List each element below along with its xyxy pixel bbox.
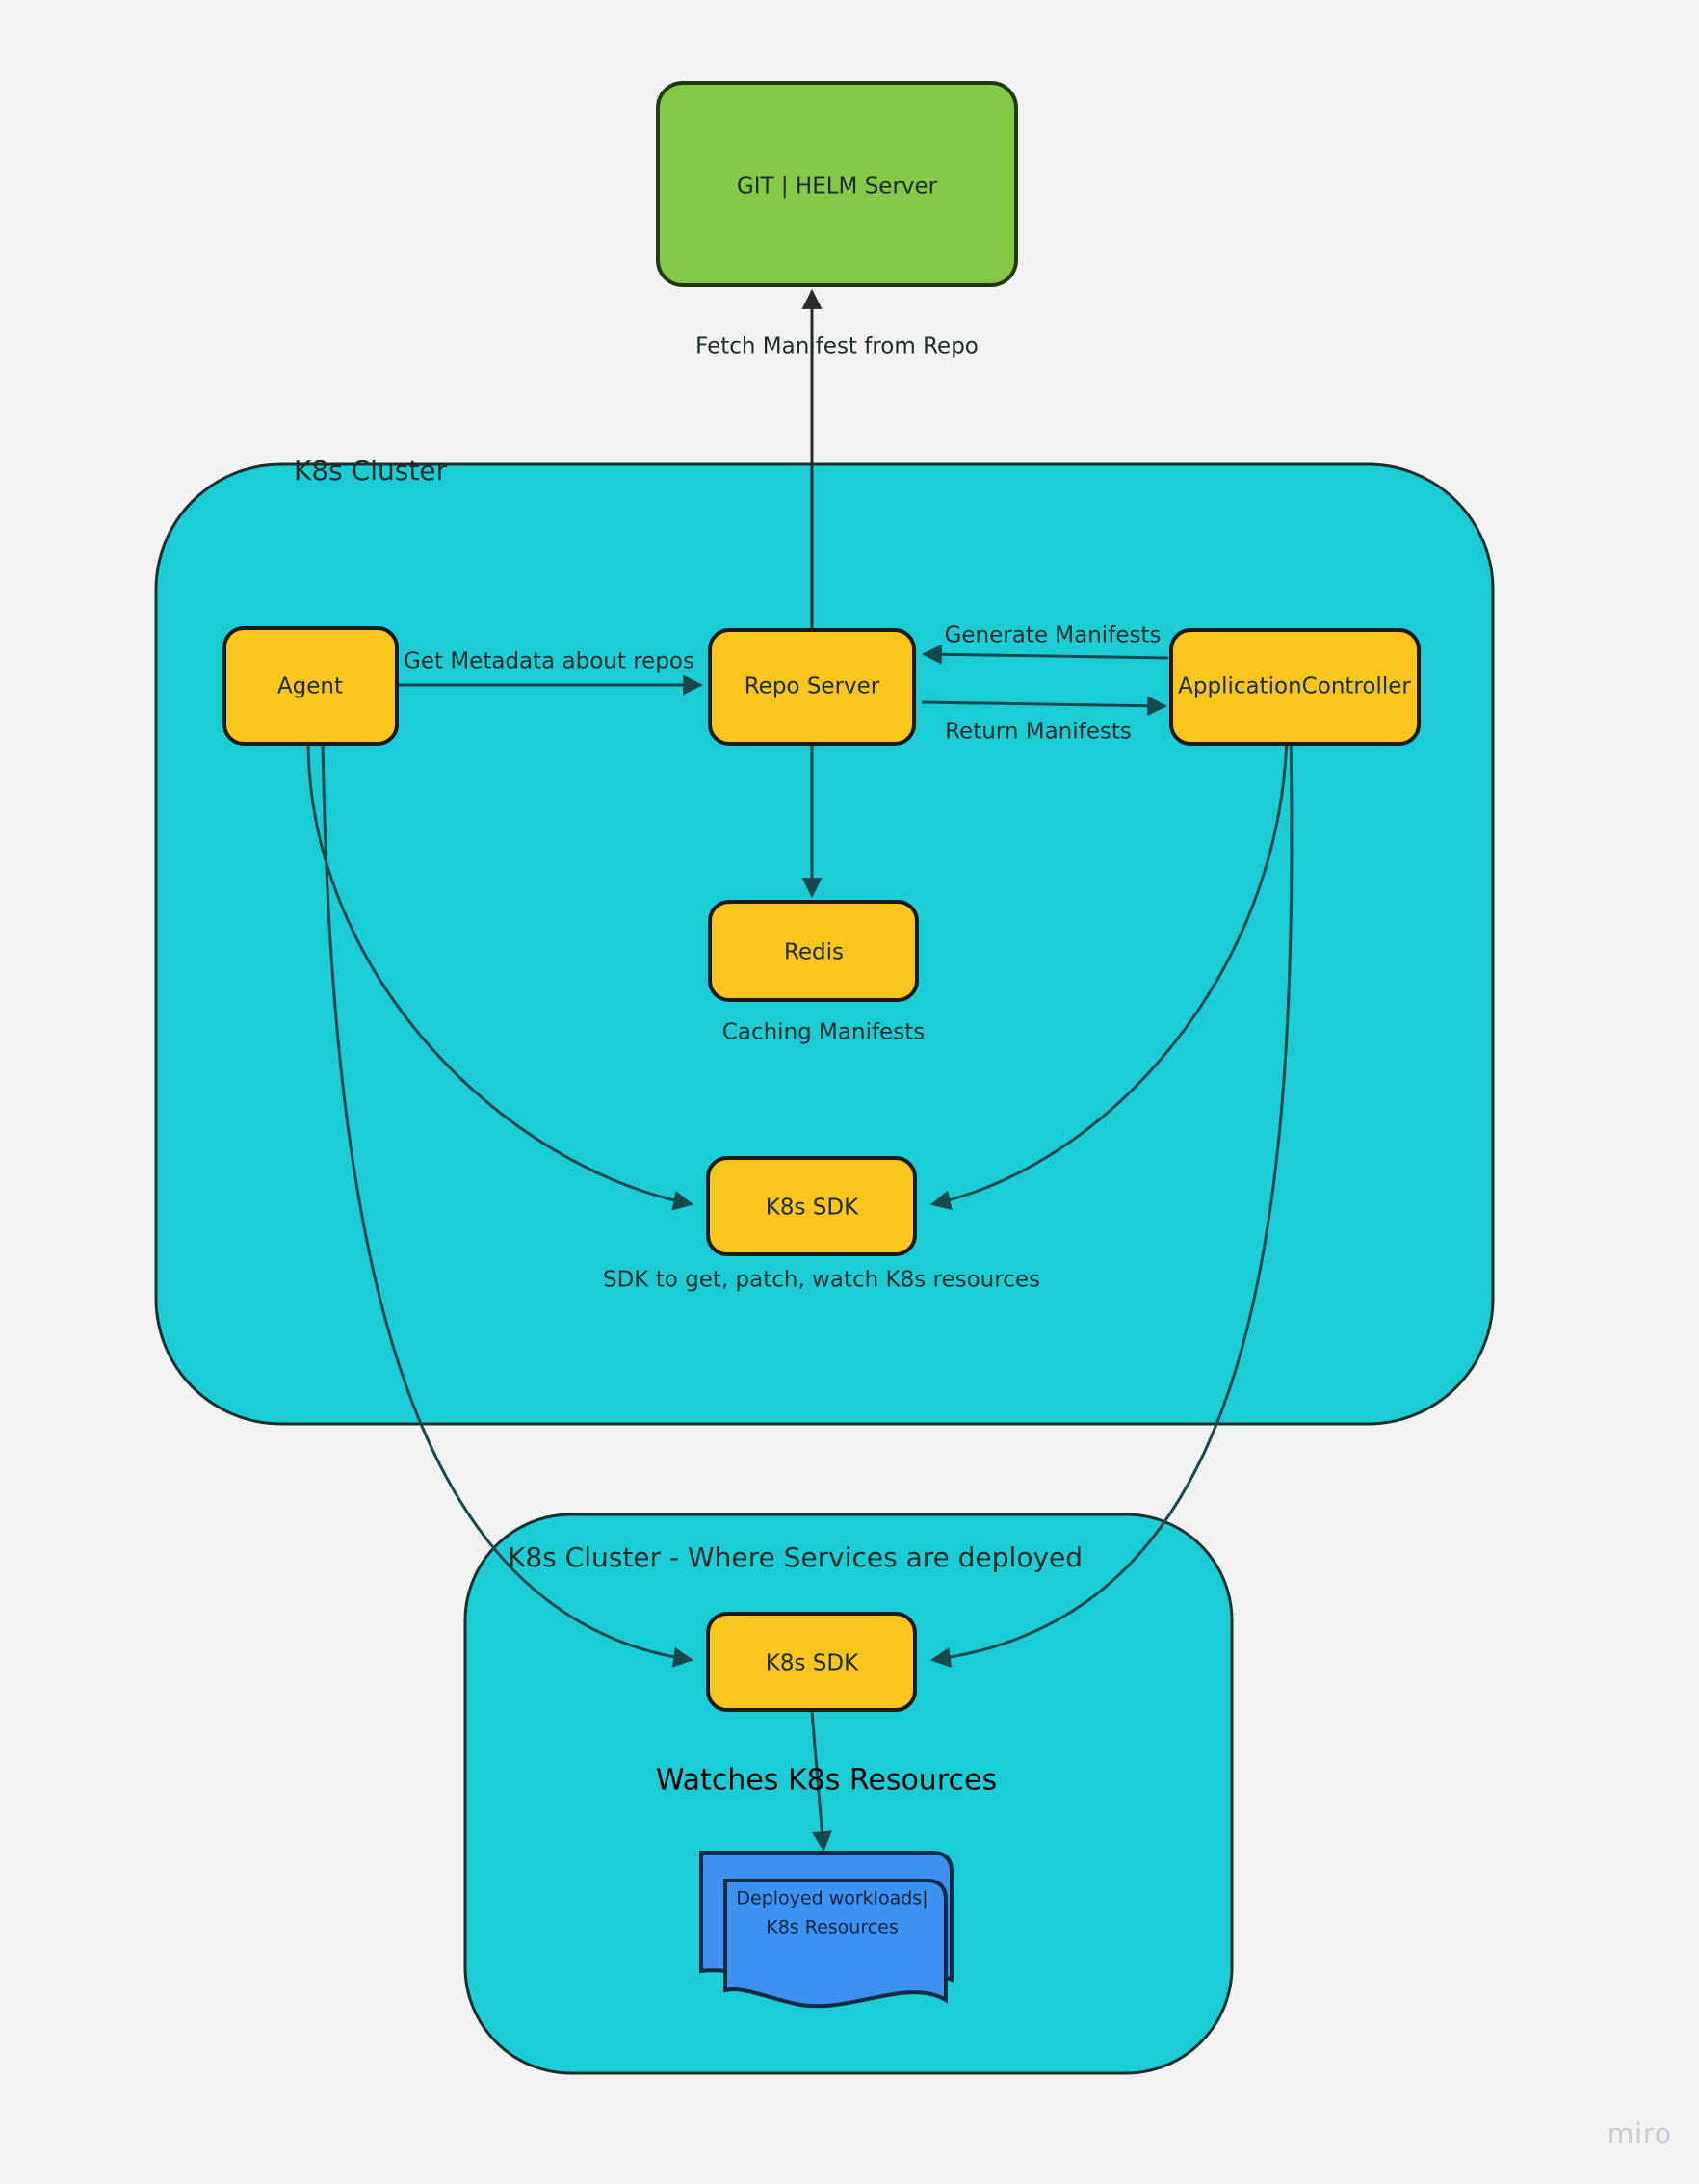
- git-helm-server-label: GIT | HELM Server: [737, 174, 938, 199]
- edge-return-manifests[interactable]: [921, 696, 1168, 717]
- edge-generate-manifests[interactable]: [921, 644, 1169, 665]
- edge-agent-to-sdk-upper-line: [306, 743, 694, 1211]
- k8s-sdk-upper-label: K8s SDK: [766, 1196, 859, 1221]
- node-repo-server[interactable]: Repo Server: [708, 628, 916, 746]
- agent-label: Agent: [277, 674, 343, 699]
- application-controller-label: ApplicationController: [1178, 674, 1411, 699]
- edge-controller-to-sdk-lower-line: [929, 734, 1294, 1668]
- edge-label-get-metadata: Get Metadata about repos: [404, 649, 694, 674]
- deployed-workloads-front-sheet[interactable]: [723, 1879, 948, 2009]
- edge-label-fetch-manifest: Fetch Manifest from Repo: [695, 334, 979, 359]
- edge-generate-manifests-line: [921, 644, 1169, 665]
- k8s-sdk-caption: SDK to get, patch, watch K8s resources: [603, 1268, 1040, 1293]
- edge-agent-to-sdk-lower-line: [321, 743, 694, 1668]
- node-k8s-sdk-upper[interactable]: K8s SDK: [706, 1156, 917, 1256]
- k8s-cluster-lower-label: K8s Cluster - Where Services are deploye…: [508, 1541, 1083, 1573]
- deployed-workloads-label-line1: Deployed workloads|: [736, 1888, 928, 1909]
- watches-caption: Watches K8s Resources: [656, 1764, 997, 1798]
- edge-return-manifests-line: [921, 696, 1168, 717]
- node-git-helm-server[interactable]: GIT | HELM Server: [656, 81, 1018, 287]
- edge-controller-to-sdk-upper-line: [929, 734, 1289, 1211]
- edge-controller-to-sdk-lower[interactable]: [929, 734, 1294, 1668]
- redis-box[interactable]: [708, 900, 919, 1002]
- node-deployed-workloads[interactable]: Deployed workloads| K8s Resources: [699, 1851, 954, 2009]
- node-k8s-sdk-lower[interactable]: K8s SDK: [706, 1612, 917, 1712]
- node-redis[interactable]: Redis: [708, 900, 919, 1002]
- git-helm-server-box[interactable]: [656, 81, 1018, 287]
- repo-server-label: Repo Server: [745, 674, 880, 699]
- k8s-sdk-lower-box[interactable]: [706, 1612, 917, 1712]
- k8s-sdk-lower-label: K8s SDK: [766, 1651, 859, 1676]
- redis-label: Redis: [784, 940, 844, 965]
- edge-label-generate-manifests: Generate Manifests: [945, 623, 1162, 648]
- k8s-cluster-upper-label: K8s Cluster: [294, 455, 448, 487]
- k8s-sdk-upper-box[interactable]: [706, 1156, 917, 1256]
- edge-label-return-manifests: Return Manifests: [945, 720, 1132, 745]
- redis-caption: Caching Manifests: [722, 1020, 925, 1045]
- edge-sdk-to-workloads[interactable]: [810, 1711, 832, 1853]
- agent-box[interactable]: [222, 626, 399, 746]
- node-agent[interactable]: Agent: [222, 626, 399, 746]
- edge-controller-to-sdk-upper[interactable]: [929, 734, 1289, 1211]
- node-application-controller[interactable]: ApplicationController: [1169, 628, 1421, 746]
- edge-agent-to-sdk-lower[interactable]: [321, 743, 694, 1668]
- repo-server-box[interactable]: [708, 628, 916, 746]
- deployed-workloads-label-line2: K8s Resources: [766, 1917, 899, 1938]
- edge-sdk-to-workloads-line: [810, 1711, 832, 1853]
- miro-watermark: miro: [1607, 2118, 1672, 2149]
- edge-agent-to-sdk-upper[interactable]: [306, 743, 694, 1211]
- application-controller-box[interactable]: [1169, 628, 1421, 746]
